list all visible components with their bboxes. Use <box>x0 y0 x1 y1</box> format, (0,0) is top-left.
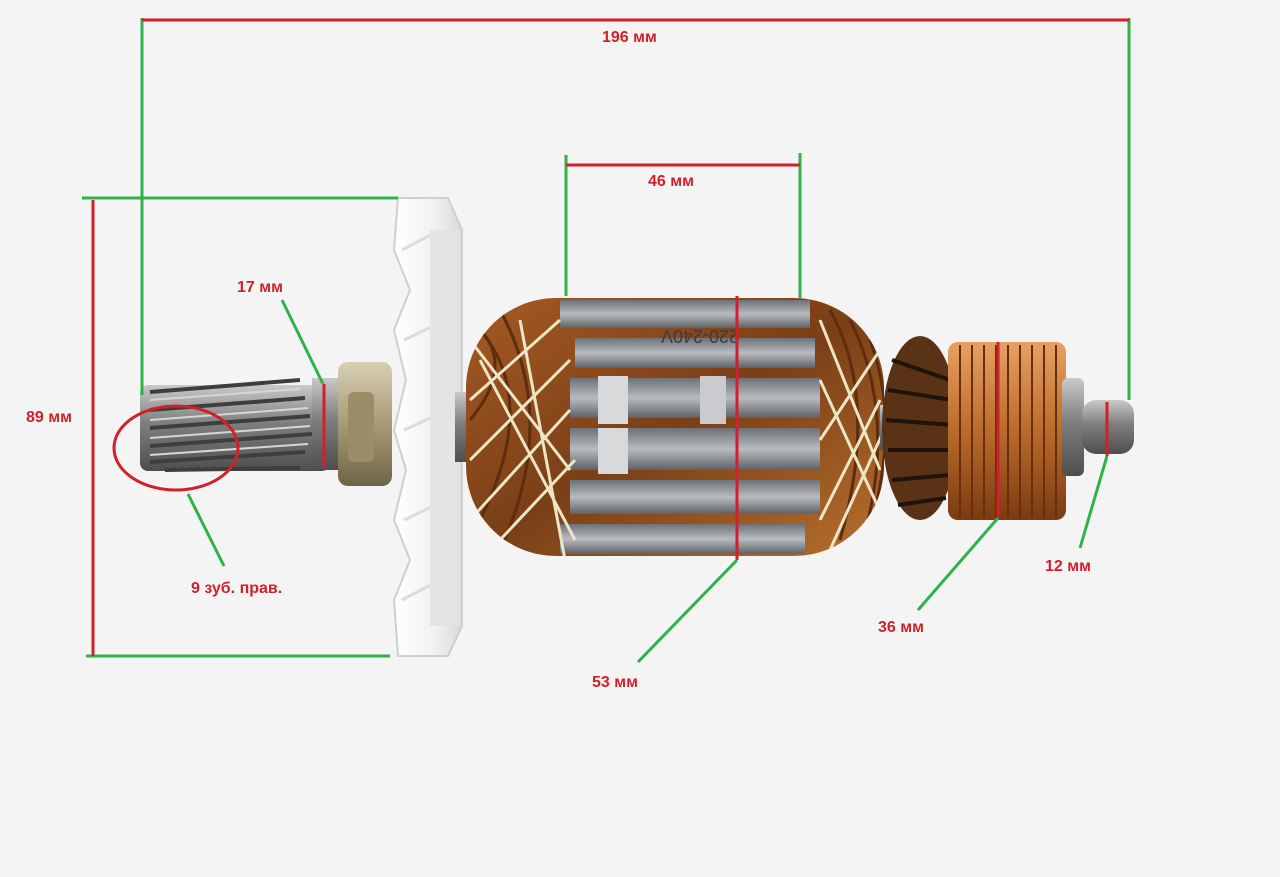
label-bearing-seat: 17 мм <box>237 279 283 296</box>
dim-overall-length <box>140 18 1131 400</box>
gear-highlight-circle <box>112 404 240 492</box>
dim-stack-length <box>564 153 802 298</box>
dim-rotor-diameter-leader <box>636 558 739 664</box>
label-fan-diameter: 89 мм <box>26 409 72 426</box>
dim-bearing-seat-leader <box>280 299 325 385</box>
dim-fan-diameter <box>82 196 398 658</box>
label-commutator-diameter: 36 мм <box>878 619 924 636</box>
commutator-risers <box>882 336 958 520</box>
label-gear-teeth: 9 зуб. прав. <box>191 580 283 597</box>
dim-commutator-leader <box>916 517 1000 611</box>
armature-stack <box>466 298 884 556</box>
cooling-fan <box>392 197 463 657</box>
label-overall-length: 196 мм <box>602 29 657 46</box>
label-shaft-end: 12 мм <box>1045 558 1091 575</box>
commutator <box>948 342 1066 520</box>
voltage-marking: 220-240V <box>661 326 739 346</box>
commutator-collar <box>1062 378 1084 476</box>
label-stack-length: 46 мм <box>648 173 694 190</box>
dim-shaft-end-leader <box>1078 455 1109 549</box>
gear-teeth-leader <box>186 493 226 567</box>
label-rotor-diameter: 53 мм <box>592 674 638 691</box>
